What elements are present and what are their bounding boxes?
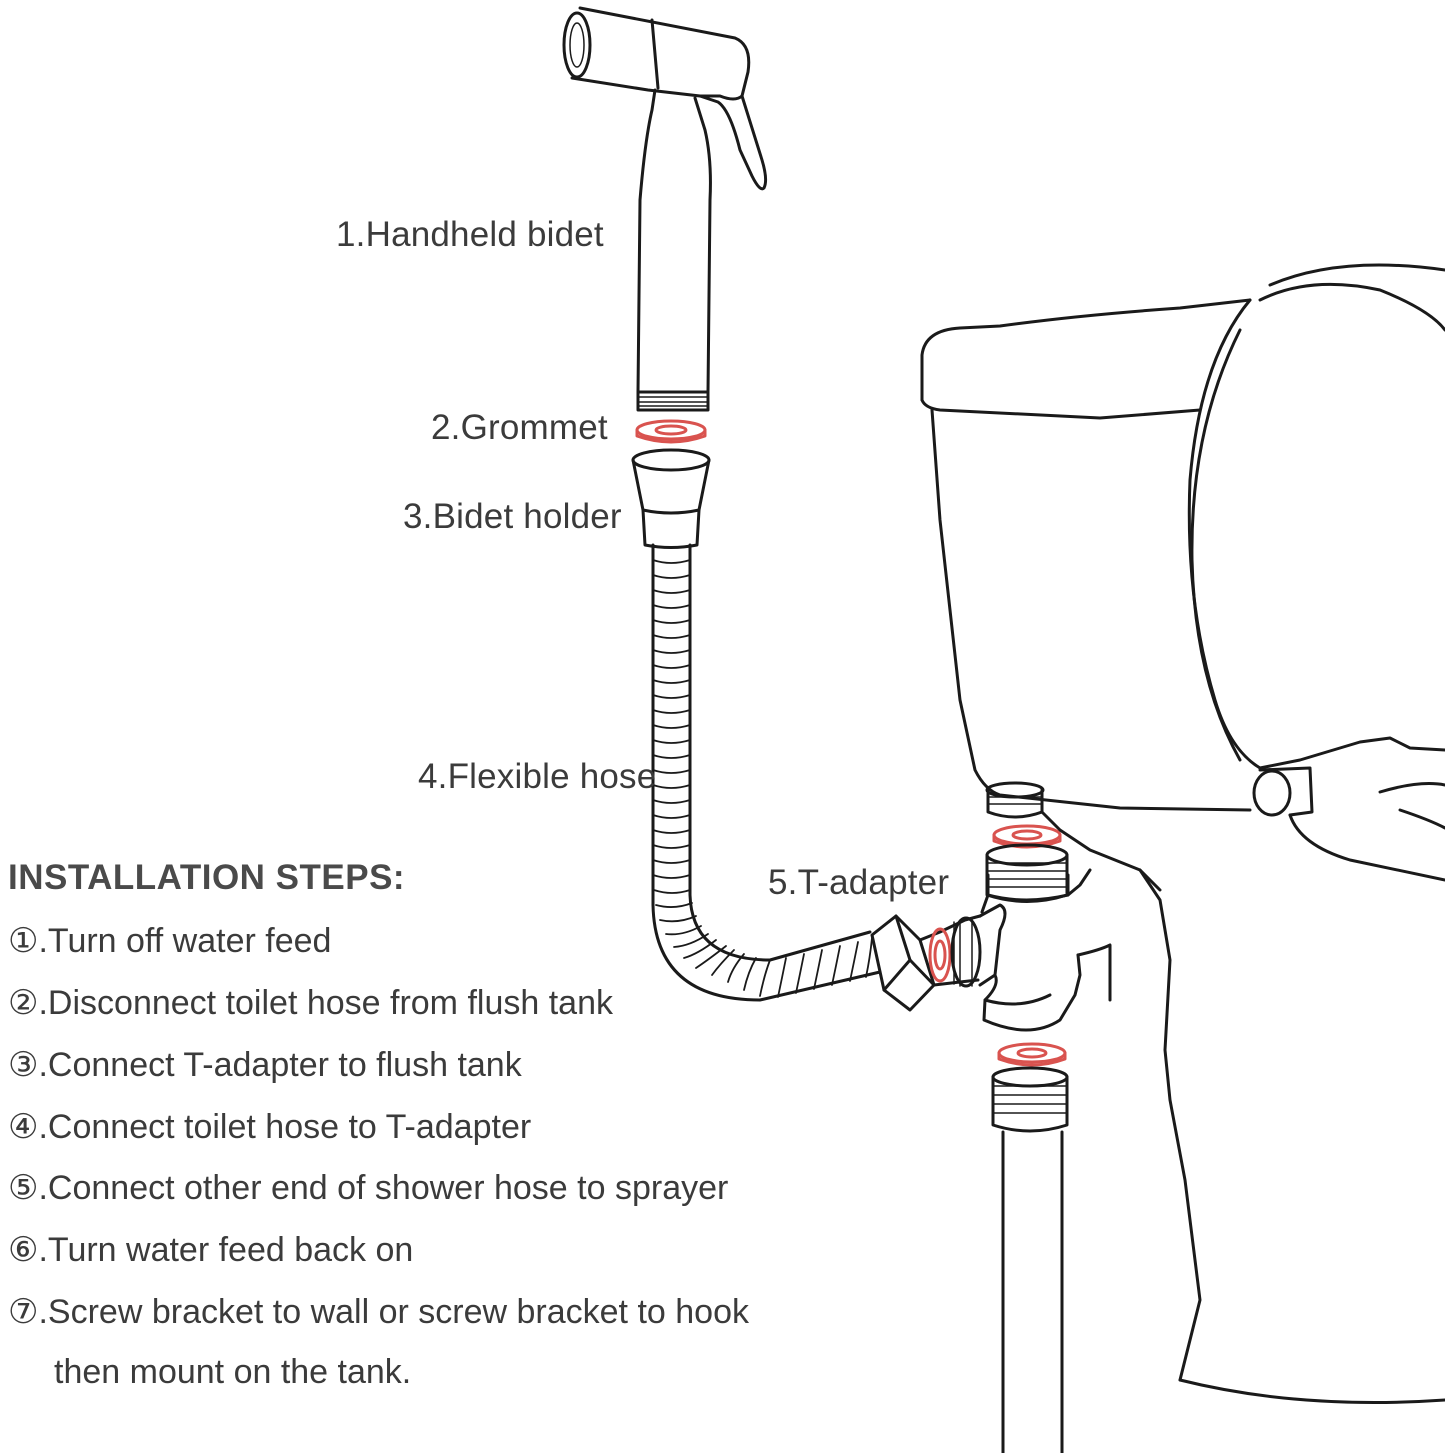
installation-step: ⑥.Turn water feed back on xyxy=(8,1230,413,1270)
step-marker: ⑦ xyxy=(8,1293,39,1331)
step-marker: ⑤ xyxy=(8,1169,39,1207)
tank-connector-illustration xyxy=(985,781,1069,903)
step-text: .Disconnect toilet hose from flush tank xyxy=(38,984,613,1022)
supply-hose-illustration xyxy=(991,1042,1069,1453)
step-marker: ④ xyxy=(8,1108,39,1146)
step-text: .Connect other end of shower hose to spr… xyxy=(38,1169,729,1207)
toilet-tank-illustration xyxy=(920,298,1252,1382)
flexible-hose-illustration xyxy=(651,543,882,1002)
label-grommet: 2.Grommet xyxy=(431,408,608,447)
handheld-bidet-illustration xyxy=(562,6,768,412)
label-t-adapter: 5.T-adapter xyxy=(768,863,950,902)
grommet-illustration xyxy=(635,419,707,444)
label-handheld-bidet: 1.Handheld bidet xyxy=(336,215,604,254)
step-marker: ③ xyxy=(8,1046,39,1084)
installation-step: ②.Disconnect toilet hose from flush tank xyxy=(8,983,613,1023)
bidet-holder-illustration xyxy=(631,448,711,549)
installation-steps-title: INSTALLATION STEPS: xyxy=(8,858,406,897)
label-flexible-hose: 4.Flexible hose xyxy=(418,757,657,796)
step-text: .Connect T-adapter to flush tank xyxy=(38,1046,522,1084)
toilet-lid-illustration xyxy=(1178,263,1445,1404)
step-text: .Connect toilet hose to T-adapter xyxy=(38,1108,532,1146)
installation-step: ①.Turn off water feed xyxy=(8,921,331,961)
step-text: .Turn off water feed xyxy=(38,922,332,960)
installation-step: ⑦.Screw bracket to wall or screw bracket… xyxy=(8,1292,749,1332)
installation-step: ③.Connect T-adapter to flush tank xyxy=(8,1045,522,1085)
installation-step: ④.Connect toilet hose to T-adapter xyxy=(8,1107,531,1147)
installation-step-continuation: then mount on the tank. xyxy=(54,1353,412,1391)
step-marker: ② xyxy=(8,984,39,1022)
step-text: .Turn water feed back on xyxy=(38,1231,414,1269)
step-marker: ⑥ xyxy=(8,1231,39,1269)
installation-step: ⑤.Connect other end of shower hose to sp… xyxy=(8,1168,728,1208)
step-text: .Screw bracket to wall or screw bracket … xyxy=(38,1293,749,1331)
label-bidet-holder: 3.Bidet holder xyxy=(403,497,622,536)
step-marker: ① xyxy=(8,922,39,960)
